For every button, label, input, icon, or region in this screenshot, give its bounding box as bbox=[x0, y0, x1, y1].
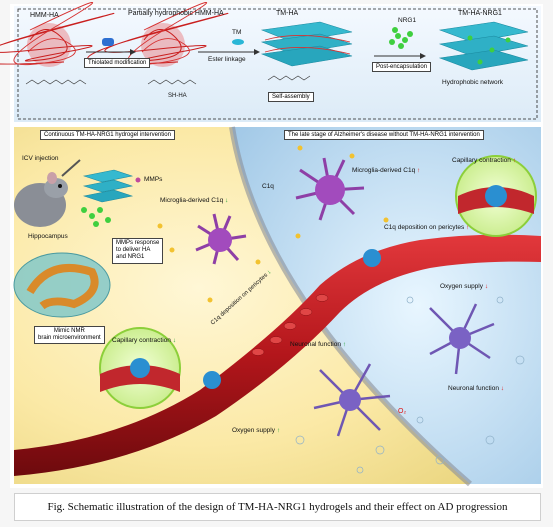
oxygen-right-text: Oxygen supply bbox=[440, 283, 483, 290]
c1q-deposition-right-text: C1q deposition on pericytes bbox=[384, 224, 465, 231]
oxygen-bubbles bbox=[295, 296, 525, 474]
sh-ha-structure bbox=[147, 79, 197, 85]
label-neuronal-right: Neuronal function ↓ bbox=[448, 385, 505, 393]
microglia-right bbox=[295, 157, 365, 221]
neuron-right bbox=[429, 303, 495, 375]
label-icv-injection: ICV injection bbox=[22, 155, 59, 162]
hydrogel-depot bbox=[81, 169, 141, 227]
mimic-line1: Mimic NMR bbox=[53, 328, 85, 334]
up-arrow-icon: ↑ bbox=[342, 341, 347, 348]
mmps-response-line2: to deliver HA bbox=[116, 247, 151, 254]
label-c1q: C1q bbox=[262, 183, 274, 190]
nrg1-particles bbox=[389, 27, 413, 49]
label-thiolated-modification: Thiolated modification bbox=[84, 58, 151, 68]
label-capillary-right: Capillary contraction ↑ bbox=[452, 157, 516, 165]
capillary-left-text: Capillary contraction bbox=[112, 337, 171, 344]
microglia-right-text: Microglia-derived C1q bbox=[352, 167, 416, 174]
label-microglia-left: Microglia-derived C1q ↓ bbox=[160, 197, 229, 205]
down-arrow-icon: ↓ bbox=[500, 385, 505, 392]
tm-ha-nrg1-sheets bbox=[438, 21, 529, 71]
label-mmps-response: MMPs response to deliver HA and NRG1 bbox=[112, 238, 164, 264]
tm-reagent bbox=[232, 39, 244, 45]
label-capillary-left: Capillary contraction ↓ bbox=[112, 337, 176, 345]
neuron-left bbox=[313, 363, 391, 437]
neuron-left-body bbox=[339, 389, 361, 411]
neuron-right-body bbox=[449, 327, 471, 349]
ha-structure bbox=[25, 79, 87, 85]
down-arrow-icon: ↓ bbox=[225, 197, 229, 204]
label-microglia-right: Microglia-derived C1q ↑ bbox=[352, 167, 421, 175]
up-arrow-icon: ↑ bbox=[417, 167, 421, 174]
microglia-left-text: Microglia-derived C1q bbox=[160, 197, 224, 204]
hmm-ha-network bbox=[0, 1, 115, 67]
down-arrow-icon: ↓ bbox=[172, 337, 176, 344]
microglia-left bbox=[195, 213, 247, 265]
figure-caption: Fig. Schematic illustration of the desig… bbox=[14, 493, 541, 521]
mmps-response-line1: MMPs response bbox=[116, 240, 160, 246]
label-continuous-intervention: Continuous TM-HA-NRG1 hydrogel intervent… bbox=[40, 130, 175, 140]
red-blood-cells bbox=[251, 294, 329, 356]
label-oxygen-left: Oxygen supply ↑ bbox=[232, 427, 281, 435]
up-arrow-icon: ↑ bbox=[512, 157, 516, 164]
mouse bbox=[14, 159, 81, 227]
inset-capillary-right bbox=[455, 155, 537, 237]
ester-structure bbox=[267, 75, 311, 81]
label-tm-ha-nrg1: TM-HA-NRG1 bbox=[458, 10, 502, 17]
pericyte-right bbox=[363, 249, 381, 267]
label-c1q-deposition-right: C1q deposition on pericytes ↑ bbox=[384, 224, 470, 232]
blood-vessel bbox=[14, 234, 541, 476]
oxygen-left-text: Oxygen supply bbox=[232, 427, 275, 434]
label-mimic-nmr: Mimic NMR brain microenvironment bbox=[34, 326, 105, 345]
up-arrow-icon: ↑ bbox=[276, 427, 281, 434]
hippocampus-brain bbox=[13, 252, 111, 318]
label-o2: O₂ bbox=[398, 408, 407, 415]
pericyte-left bbox=[203, 371, 221, 389]
c1q-particles bbox=[157, 145, 389, 303]
up-arrow-icon: ↑ bbox=[466, 224, 470, 231]
label-oxygen-right: Oxygen supply ↓ bbox=[440, 283, 489, 291]
mimic-line2: brain microenvironment bbox=[38, 335, 101, 342]
label-hmm-ha: HMM-HA bbox=[30, 12, 59, 19]
label-mmps: MMPs bbox=[144, 176, 163, 183]
microglia-right-body bbox=[315, 175, 345, 205]
label-sh-ha: SH-HA bbox=[168, 93, 187, 99]
label-hydrophobic-network: Hydrophobic network bbox=[442, 79, 504, 86]
label-ester-linkage: Ester linkage bbox=[208, 56, 246, 63]
microglia-left-body bbox=[208, 228, 232, 252]
label-neuronal-left: Neuronal function ↑ bbox=[290, 341, 347, 349]
thiolation-arrow bbox=[86, 38, 136, 55]
down-arrow-icon: ↓ bbox=[484, 283, 489, 290]
neuronal-right-text: Neuronal function bbox=[448, 385, 499, 392]
label-partially-hydrophobic: Partially hydrophobic HMM-HA bbox=[128, 10, 224, 17]
label-tm: TM bbox=[232, 29, 242, 36]
label-hippocampus: Hippocampus bbox=[28, 233, 68, 240]
neuronal-left-text: Neuronal function bbox=[290, 341, 341, 348]
label-nrg1: NRG1 bbox=[398, 17, 417, 24]
label-self-assembly: Self-assembly bbox=[268, 92, 314, 102]
capillary-right-text: Capillary contraction bbox=[452, 157, 511, 164]
label-late-stage-ad: The late stage of Alzheimer's disease wi… bbox=[284, 130, 484, 140]
label-tm-ha: TM-HA bbox=[276, 10, 299, 17]
inset-capillary-left bbox=[99, 327, 181, 409]
label-post-encapsulation: Post-encapsulation bbox=[372, 62, 432, 72]
tm-ha-sheets bbox=[260, 21, 353, 67]
mmps-response-line3: and NRG1 bbox=[116, 254, 145, 261]
